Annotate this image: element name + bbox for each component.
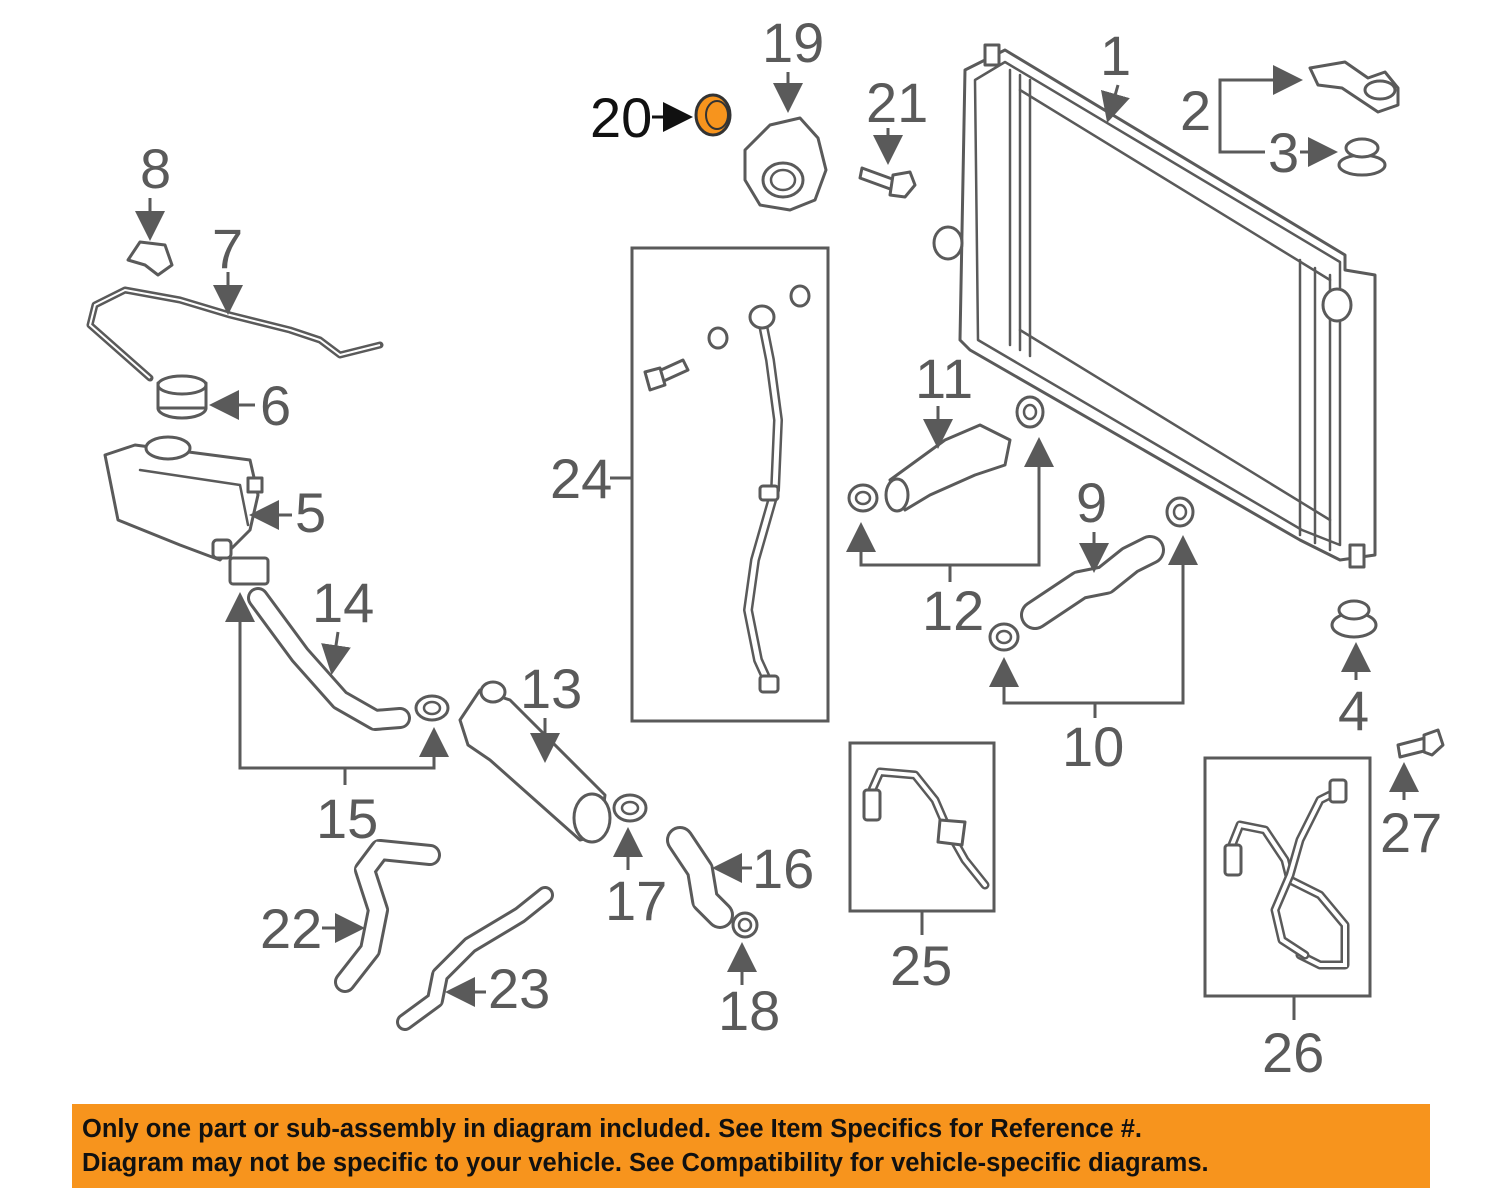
radiator-part	[932, 43, 1377, 569]
coolant-reservoir-part	[103, 435, 264, 562]
thermostat-bolt-part	[858, 166, 917, 199]
mounting-bolt-part	[1396, 728, 1445, 759]
transmission-cooler-hose-kit-part	[1223, 778, 1350, 970]
heater-inlet-hose-part	[334, 839, 441, 993]
thermostat-housing-part	[743, 116, 828, 212]
upper-insulator-part	[1337, 137, 1387, 177]
callout-4: 4	[1338, 679, 1369, 742]
callout-7: 7	[212, 217, 243, 280]
callout-16: 16	[752, 837, 814, 900]
disclaimer-banner: Only one part or sub-assembly in diagram…	[72, 1104, 1430, 1188]
callout-1: 1	[1100, 24, 1131, 87]
upper-hose-clamp-part	[847, 395, 1045, 513]
reservoir-hose-part	[228, 556, 411, 731]
callout-2: 2	[1180, 79, 1211, 142]
reservoir-cap-part	[156, 374, 208, 420]
thermostat-gasket-highlighted-part	[694, 93, 732, 137]
callout-26: 26	[1262, 1021, 1324, 1084]
transmission-cooler-line-part	[862, 767, 990, 890]
callout-13: 13	[520, 657, 582, 720]
callout-10: 10	[1062, 715, 1124, 778]
callout-5: 5	[295, 481, 326, 544]
callout-12: 12	[922, 579, 984, 642]
callout-22: 22	[260, 897, 322, 960]
callout-15: 15	[316, 787, 378, 850]
callout-24: 24	[550, 447, 612, 510]
callout-23: 23	[488, 957, 550, 1020]
callout-9: 9	[1076, 471, 1107, 534]
callout-27: 27	[1380, 801, 1442, 864]
hose-clip-part	[126, 240, 174, 277]
kit-frame-25	[848, 741, 996, 913]
callout-19: 19	[762, 11, 824, 74]
callout-17: 17	[605, 869, 667, 932]
upper-radiator-hose-part	[884, 423, 1012, 513]
pipe-clamp-part	[612, 793, 648, 823]
disclaimer-line-2: Diagram may not be specific to your vehi…	[82, 1149, 1209, 1177]
hose-clamp-part	[414, 694, 450, 722]
coolant-pipe-part	[458, 680, 612, 844]
kit-frame-24	[630, 246, 830, 723]
callout-8: 8	[140, 137, 171, 200]
overflow-hose-part	[86, 286, 384, 382]
oil-cooler-line-kit-part	[643, 284, 811, 694]
callout-25: 25	[890, 934, 952, 997]
disclaimer-line-1: Only one part or sub-assembly in diagram…	[82, 1115, 1142, 1143]
callout-20: 20	[590, 86, 652, 149]
lower-hose-clamp-part	[988, 496, 1195, 652]
bypass-clamp-part	[731, 911, 759, 939]
callout-3: 3	[1268, 121, 1299, 184]
callout-21: 21	[866, 71, 928, 134]
heater-outlet-hose-part	[396, 886, 554, 1031]
kit-frame-26	[1203, 756, 1372, 998]
callout-14: 14	[312, 571, 374, 634]
callout-18: 18	[718, 979, 780, 1042]
lower-insulator-part	[1330, 599, 1378, 639]
lower-radiator-hose-part	[1020, 535, 1165, 630]
bypass-hose-part	[666, 826, 734, 929]
upper-bracket-part	[1308, 60, 1400, 114]
callout-6: 6	[260, 374, 291, 437]
callout-11: 11	[915, 347, 973, 410]
